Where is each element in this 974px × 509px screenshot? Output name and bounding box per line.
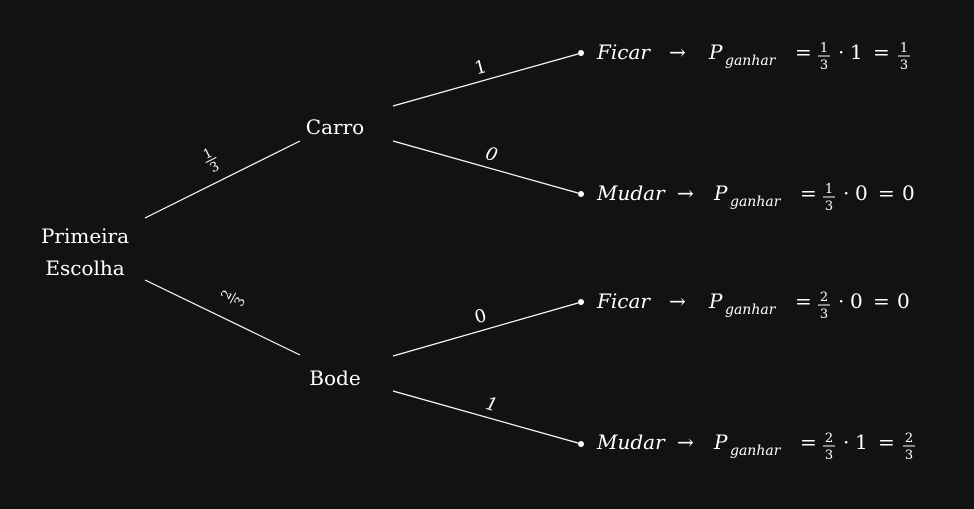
fraction-bar: [229, 292, 237, 304]
leaf-formula-1: Mudar → P ganhar = 1 3 · 0 = 0: [596, 181, 915, 214]
leaf-result: 0: [902, 181, 915, 205]
leaf-subscript: ganhar: [730, 443, 782, 459]
leaf-eq: =: [800, 181, 817, 205]
arrow-icon: →: [669, 289, 686, 313]
root-label-line1: Primeira: [41, 224, 129, 248]
leaf-formula-3: Mudar → P ganhar = 2 3 · 1 = 2 3: [596, 430, 915, 463]
edge-label-bode-mudar: 1: [483, 393, 499, 416]
leaf-eq2: =: [878, 181, 895, 205]
node-bode: Bode: [309, 366, 360, 390]
arrow-icon: →: [669, 40, 686, 64]
leaf-dot-op: ·: [838, 40, 844, 64]
leaf-formula-2: Ficar → P ganhar = 2 3 · 0 = 0: [596, 289, 910, 322]
edge-label-carro-ficar: 1: [472, 56, 488, 79]
leaf-action: Mudar: [596, 430, 666, 454]
leaf-factor-num: 2: [820, 290, 828, 305]
leaf-factor-num: 1: [825, 182, 833, 197]
leaf-eq: =: [795, 289, 812, 313]
arrow-icon: →: [677, 430, 694, 454]
leaf-dot-op: ·: [838, 289, 844, 313]
leaf-dot: [578, 299, 584, 305]
leaf-result-num: 2: [905, 431, 913, 446]
edge-label-bode-den: 3: [232, 295, 249, 309]
root-label-line2: Escolha: [45, 256, 124, 280]
leaf-action: Ficar: [596, 40, 651, 64]
leaf-factor: 1: [855, 430, 868, 454]
edge-carro-ficar: [392, 53, 579, 107]
leaf-factor-den: 3: [820, 58, 828, 73]
edge-label-carro-mudar: 0: [483, 143, 499, 166]
leaf-factor: 0: [850, 289, 863, 313]
edge-bode-mudar: [392, 390, 579, 444]
leaf-dot-op: ·: [843, 430, 849, 454]
leaf-factor: 0: [855, 181, 868, 205]
leaf-eq2: =: [873, 40, 890, 64]
leaf-subscript: ganhar: [725, 53, 777, 69]
leaf-factor-num: 2: [825, 431, 833, 446]
leaf-dot: [578, 441, 584, 447]
leaf-p: P: [713, 430, 728, 454]
leaf-eq: =: [800, 430, 817, 454]
leaf-dot: [578, 50, 584, 56]
edge-bode-ficar: [392, 302, 579, 357]
edge-root-bode: [144, 279, 301, 356]
leaf-result-den: 3: [905, 448, 913, 463]
leaf-formula-0: Ficar → P ganhar = 1 3 · 1 = 1 3: [596, 40, 910, 73]
leaf-p: P: [708, 40, 723, 64]
edge-label-bode-ficar: 0: [472, 305, 488, 328]
node-carro: Carro: [306, 115, 364, 139]
leaf-factor-den: 3: [825, 448, 833, 463]
leaf-action: Mudar: [596, 181, 666, 205]
leaf-subscript: ganhar: [725, 302, 777, 318]
edge-label-carro-fraction: 1 3: [201, 146, 222, 176]
leaf-eq: =: [795, 40, 812, 64]
leaf-result-den: 3: [900, 58, 908, 73]
leaf-factor: 1: [850, 40, 863, 64]
edge-carro-mudar: [392, 140, 579, 194]
leaf-factor-num: 1: [820, 41, 828, 56]
edge-label-carro-den: 3: [208, 159, 222, 176]
edge-root-carro: [144, 140, 301, 219]
leaf-result: 0: [897, 289, 910, 313]
leaf-eq2: =: [873, 289, 890, 313]
leaf-p: P: [708, 289, 723, 313]
leaf-dot: [578, 191, 584, 197]
leaf-p: P: [713, 181, 728, 205]
leaf-result-num: 1: [900, 41, 908, 56]
leaf-dot-op: ·: [843, 181, 849, 205]
edge-label-bode-fraction: 2 3: [219, 288, 249, 309]
leaf-factor-den: 3: [825, 199, 833, 214]
fraction-bar: [205, 156, 217, 164]
leaf-subscript: ganhar: [730, 194, 782, 210]
arrow-icon: →: [677, 181, 694, 205]
leaf-factor-den: 3: [820, 307, 828, 322]
leaf-action: Ficar: [596, 289, 651, 313]
leaf-eq2: =: [878, 430, 895, 454]
